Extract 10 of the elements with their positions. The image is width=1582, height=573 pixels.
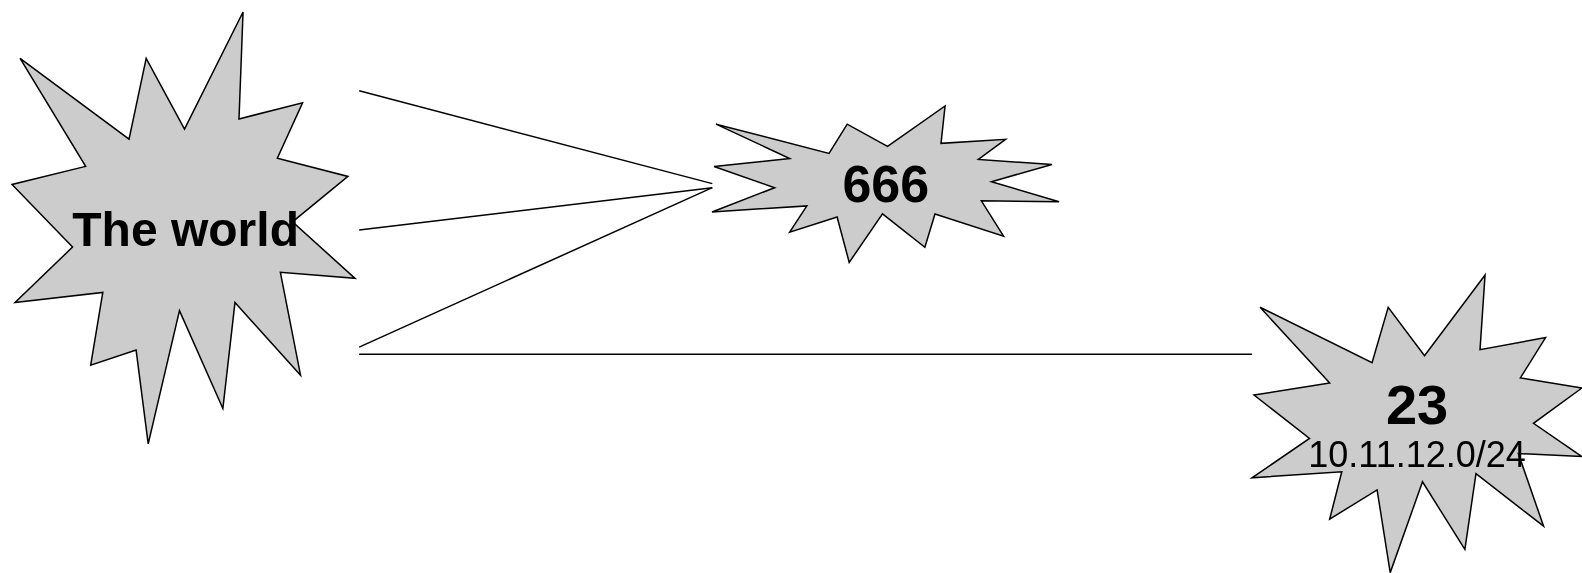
connector-line <box>358 186 714 348</box>
star-node <box>712 105 1060 263</box>
connector-line <box>358 353 1253 355</box>
node-subtitle: 10.11.12.0/24 <box>1308 435 1526 475</box>
connector-line <box>358 90 714 185</box>
star-node <box>1252 275 1582 573</box>
node-title: 666 <box>842 155 930 213</box>
connector-line <box>358 186 714 231</box>
node-title: The world <box>72 203 299 257</box>
node-title: 23 <box>1385 373 1449 436</box>
